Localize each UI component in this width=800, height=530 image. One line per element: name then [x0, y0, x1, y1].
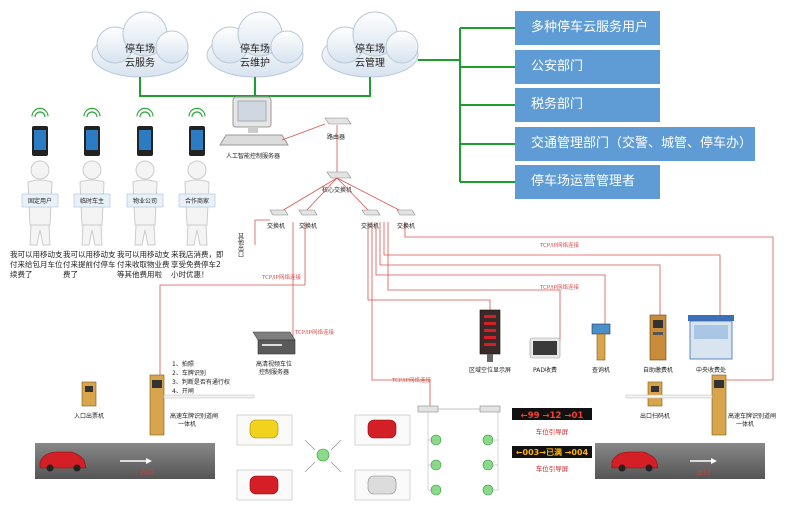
guide-screen-1-text: ←99 →12 →01: [521, 411, 584, 421]
switch-icon-2: [298, 209, 318, 216]
user-card-label-4: 合作商家: [185, 197, 209, 205]
query-label: 查询机: [592, 366, 610, 374]
cloud-service-line2: 云服务: [125, 56, 155, 69]
hd-server-label-2: 控制服务器: [259, 368, 289, 376]
user-card-label-1: 固定用户: [28, 197, 52, 205]
guide-screen-1: [512, 408, 592, 420]
switch-label-4: 交换机: [397, 222, 415, 230]
cloud-management: 停车场 云管理: [321, 11, 419, 78]
router-icon: [324, 117, 352, 125]
zone-display-icon: [479, 309, 501, 362]
pad-label: PAD收费: [533, 366, 557, 374]
guide-label-2: 车位引导屏: [536, 464, 569, 473]
query-kiosk-icon: [591, 323, 611, 361]
central-booth-icon: [688, 315, 734, 360]
switch-label-1: 交换机: [267, 222, 285, 230]
step-1: 1、拍照: [172, 360, 194, 368]
entry-gate-label-1: 高速车牌识别道闸: [170, 412, 218, 420]
user-figure-2: 临时车主: [73, 107, 111, 246]
entry-gate-icon: [149, 374, 255, 436]
core-switch-icon: [326, 171, 352, 179]
cloud-maint-line1: 停车场: [240, 42, 270, 55]
entrance-label: 入口: [140, 468, 154, 476]
pad-icon: [529, 337, 561, 359]
selfpay-label: 自助缴费机: [643, 366, 673, 374]
user-text-1: 我可以用移动支付来给包月车位续费了: [10, 250, 63, 279]
other-exits-label: 其他出口: [237, 232, 244, 258]
user-text-2: 我可以用移动支付来提前付停车费了: [63, 250, 116, 279]
detector-network: [417, 405, 501, 496]
ai-server-label: 人工智能控制服务器: [226, 152, 280, 160]
stakeholder-tax: 税务部门: [515, 88, 660, 122]
switch-icon-4: [396, 209, 416, 216]
hd-server-label-1: 高清视频车位: [256, 360, 292, 368]
user-figure-1: 固定用户: [21, 107, 59, 246]
entrance-car-icon: [39, 451, 87, 472]
cloud-service: 停车场 云服务: [91, 11, 189, 78]
cloud-maint-line2: 云维护: [240, 56, 270, 69]
cloud-maintenance: 停车场 云维护: [206, 11, 304, 78]
users-group: 固定用户 临时车主 物业公司 合作商家: [21, 107, 216, 246]
step-3: 3、判断是否有通行权: [172, 378, 230, 386]
user-text-4: 来我店消费，即享受免费停车2小时优惠！: [171, 250, 224, 279]
parking-lot: [236, 414, 411, 501]
switch-label-2: 交换机: [299, 222, 317, 230]
zone-display-label: 区域空位显示屏: [469, 366, 511, 374]
central-label: 中央收费处: [696, 366, 726, 374]
exit-gate-label-2: 一体机: [736, 420, 754, 428]
entry-ticket-label: 入口出票机: [74, 412, 104, 420]
stakeholder-cloud-users: 多种停车云服务用户: [515, 11, 660, 45]
router-label: 路由器: [327, 133, 345, 141]
user-card-label-3: 物业公司: [133, 197, 157, 205]
exit-gate-label-1: 高速车牌识别道闸: [728, 412, 776, 420]
stakeholder-operator: 停车场运营管理者: [515, 165, 660, 199]
switch-icon-3: [361, 209, 381, 216]
step-4: 4、开闸: [172, 387, 194, 395]
guide-screen-2: [512, 446, 592, 458]
step-2: 2、车牌识别: [172, 369, 206, 377]
entry-gate-label-2: 一体机: [178, 420, 196, 428]
core-switch-label: 核心交换机: [322, 186, 352, 194]
switch-icon-1: [269, 209, 289, 216]
exit-scan-label: 出口扫码机: [640, 412, 670, 420]
exit-label: 出口: [696, 467, 710, 476]
tcp-label-4: TCP/IP网络连接: [294, 328, 334, 336]
user-card-label-2: 临时车主: [80, 197, 104, 205]
selfpay-icon: [649, 314, 667, 361]
cloud-connections: [139, 27, 515, 183]
guide-label-1: 车位引导屏: [536, 427, 569, 436]
guide-screen-2-text: ←003→已满 →004: [516, 447, 589, 457]
tcp-label-1: TCP/IP网络连接: [539, 241, 579, 249]
user-figure-4: 合作商家: [178, 107, 216, 246]
stakeholder-traffic: 交通管理部门（交警、城管、停车办）: [515, 127, 755, 161]
user-figure-3: 物业公司: [126, 107, 164, 246]
exit-car-icon: [611, 451, 659, 472]
cloud-service-line1: 停车场: [125, 42, 155, 55]
switch-label-3: 交换机: [361, 222, 379, 230]
network-lines: [159, 123, 774, 408]
hd-server-icon: [252, 331, 296, 355]
ai-server-icon: [219, 96, 289, 146]
tcp-label-5: TCP/IP网络连接: [391, 376, 431, 384]
tcp-label-2: TCP/IP网络连接: [261, 273, 301, 281]
tcp-label-3: TCP/IP网络连接: [539, 283, 579, 291]
entry-ticket-machine-icon: [81, 381, 97, 407]
cloud-mgmt-line1: 停车场: [355, 42, 385, 55]
exit-gate-icon: [625, 374, 727, 436]
cloud-mgmt-line2: 云管理: [355, 56, 385, 69]
user-text-3: 我可以用移动支付来收取物业费等其他费用啦: [117, 250, 170, 279]
stakeholder-police: 公安部门: [515, 50, 660, 84]
exit-scan-icon: [647, 381, 663, 407]
